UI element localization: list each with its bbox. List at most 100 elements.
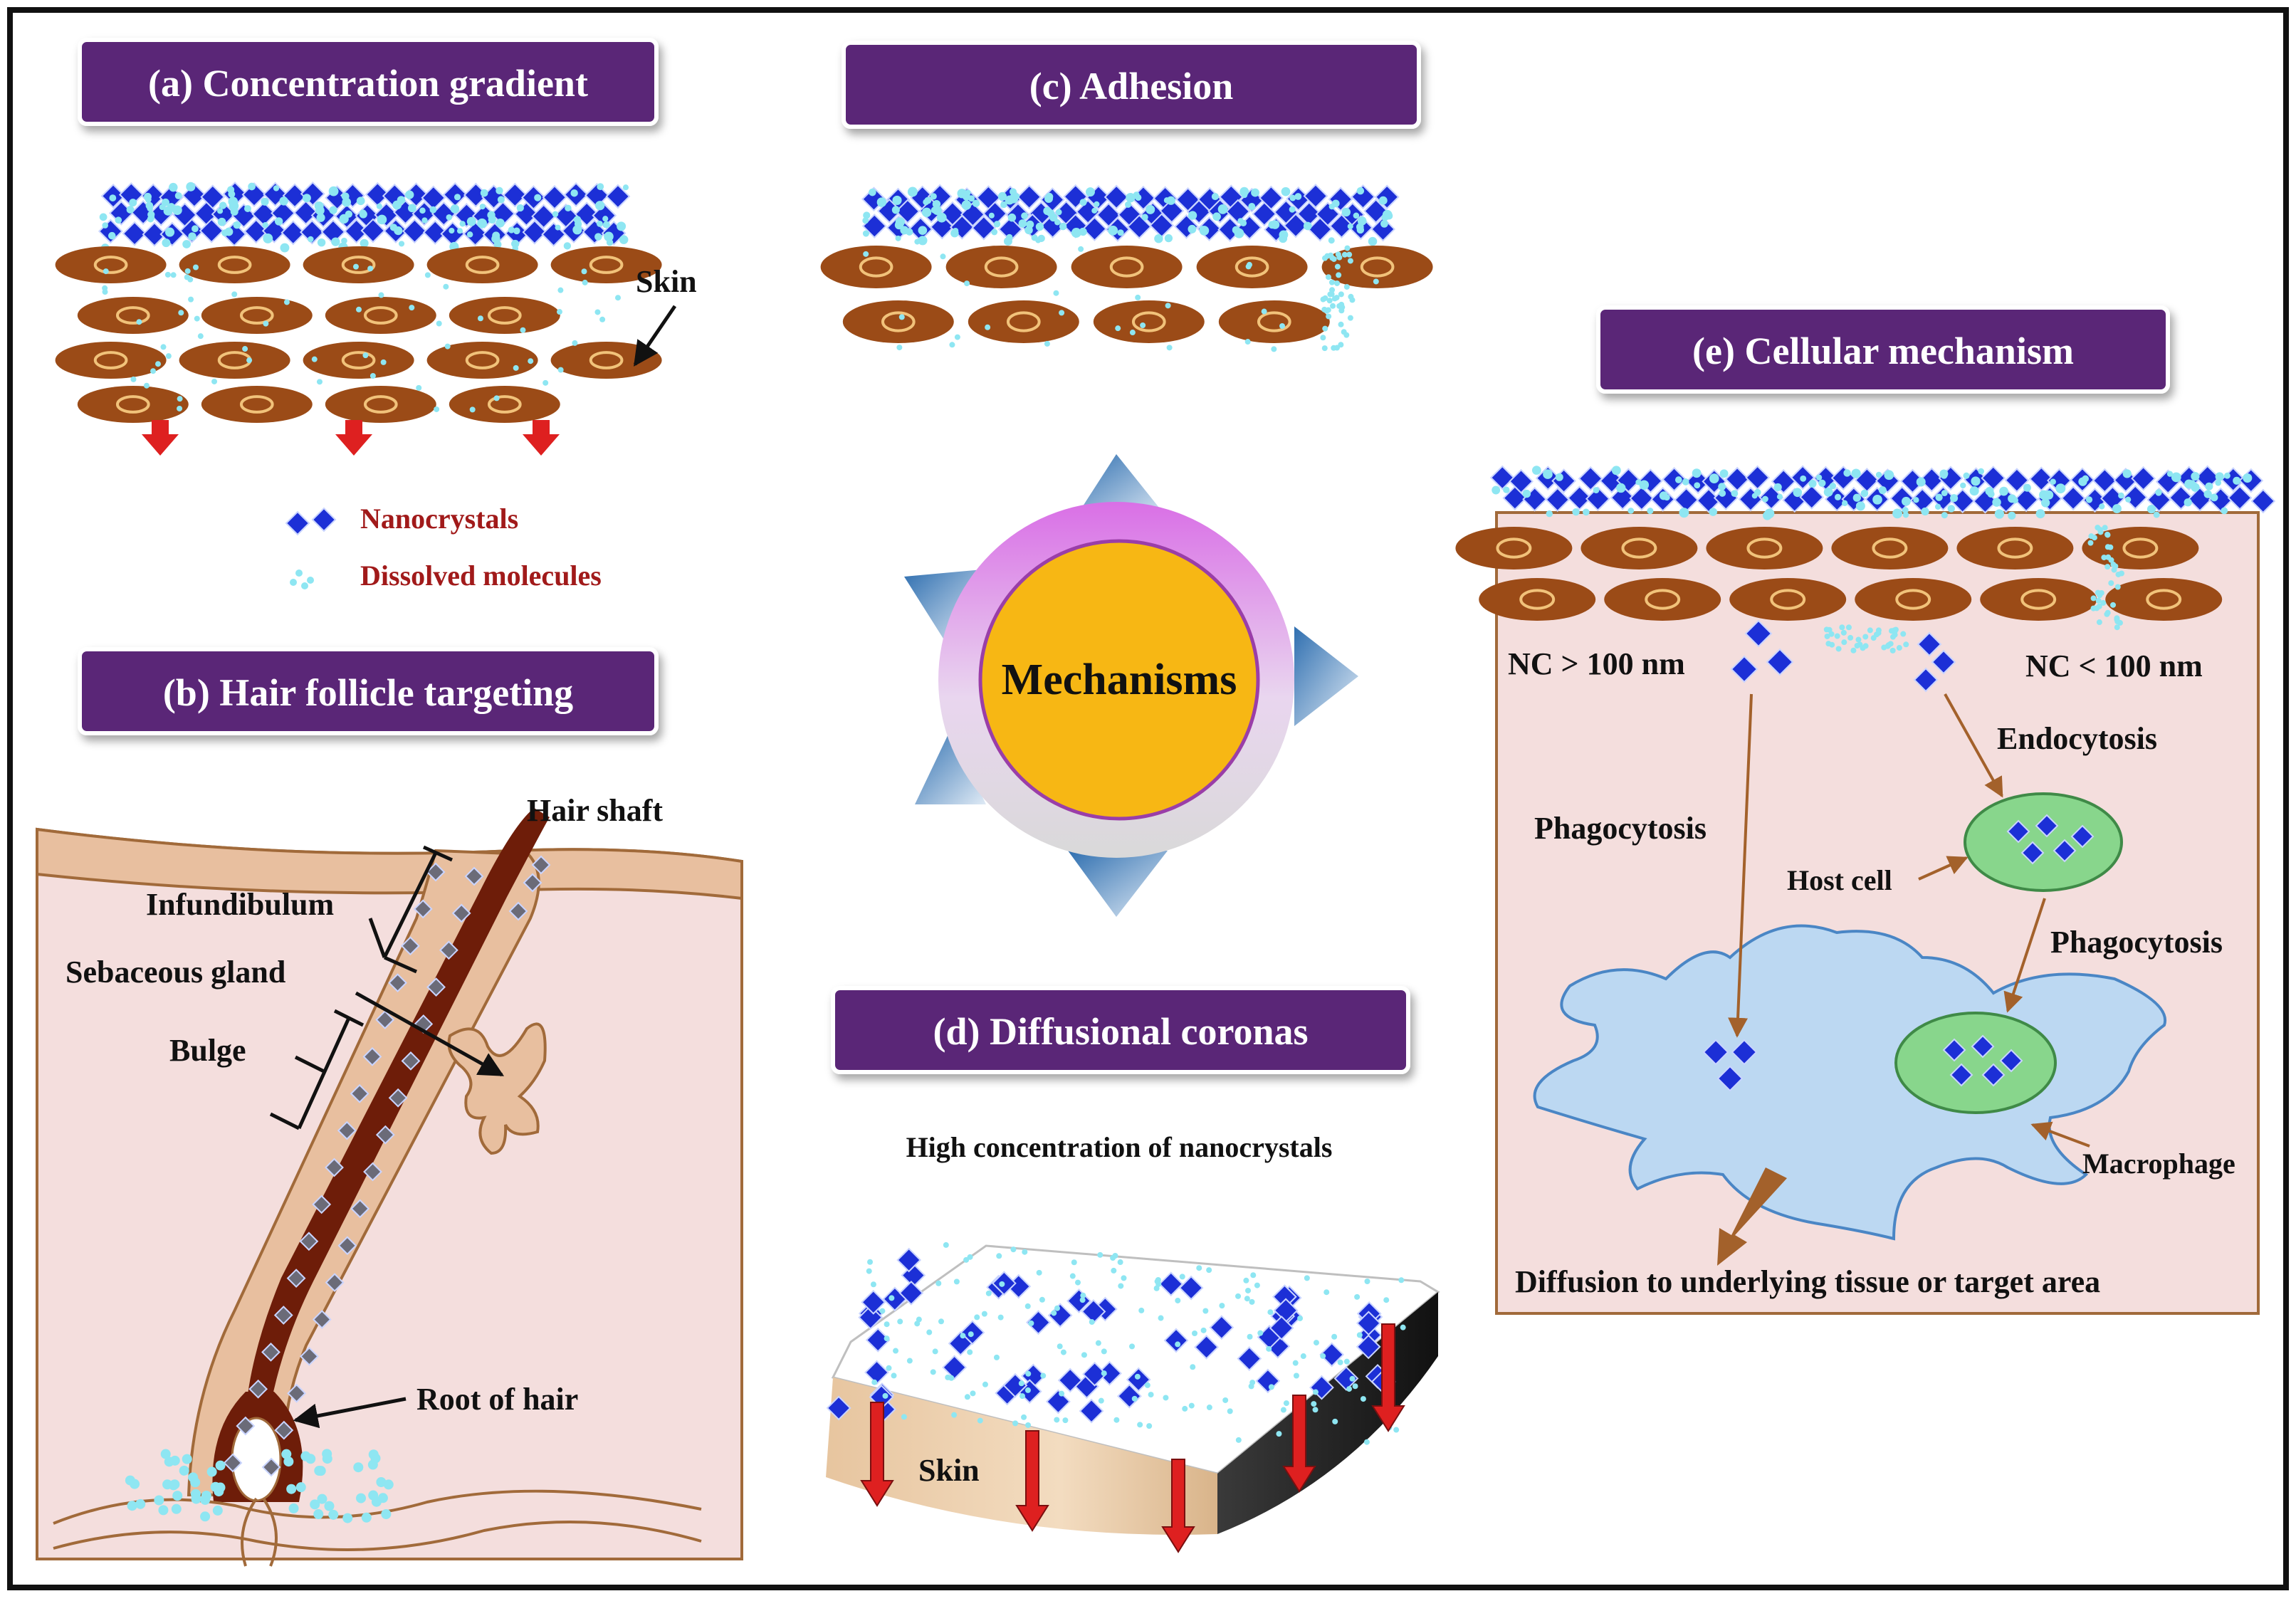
dissolved-molecule (1026, 220, 1034, 229)
dissolved-molecule (188, 296, 194, 303)
nanocrystal-icon (360, 218, 386, 243)
dissolved-molecule (1245, 263, 1252, 270)
dissolved-molecule (136, 319, 142, 325)
dissolved-molecule (1963, 472, 1970, 479)
dissolved-molecule (135, 1498, 146, 1509)
skin-cell (179, 246, 290, 283)
cell-nucleus (1645, 589, 1681, 610)
skin-cell (325, 297, 436, 334)
dissolved-molecule (1934, 503, 1941, 510)
dissolved-molecule (377, 214, 387, 225)
dissolved-molecule (231, 291, 238, 298)
dissolved-molecule (1112, 1253, 1118, 1259)
dissolved-molecule (1839, 624, 1845, 631)
cell-nucleus (1519, 589, 1556, 610)
follicle-crystal-icon (375, 1125, 395, 1145)
dissolved-molecule (954, 334, 960, 340)
label-sebaceous-gland: Sebaceous gland (65, 955, 285, 990)
dissolved-molecule (2104, 564, 2111, 570)
dissolved-molecule (147, 205, 153, 212)
dissolved-molecule (1313, 1340, 1319, 1346)
dissolved-molecule (1025, 1370, 1032, 1377)
follicle-crystal-icon (362, 1046, 382, 1066)
cell-nucleus (217, 256, 252, 274)
dissolved-molecule (1582, 508, 1590, 516)
dissolved-molecule (1140, 322, 1146, 328)
skin-cell (945, 246, 1057, 288)
cell-nucleus (465, 351, 500, 369)
dissolved-molecule (1828, 631, 1835, 637)
skin-cell (968, 300, 1079, 343)
dissolved-molecule (219, 201, 227, 209)
nanocrystal-icon (942, 1355, 968, 1380)
nanocrystal-icon (1269, 1316, 1294, 1340)
dissolved-molecule (488, 215, 496, 224)
bracket-bulge (269, 1009, 365, 1130)
panel-a: (a) Concentration gradient Skin Nanocrys… (55, 38, 697, 592)
nanocrystal-icon (2070, 824, 2095, 849)
dissolved-molecule (342, 197, 352, 207)
dissolved-molecule (165, 353, 172, 359)
dissolved-molecule (1248, 1383, 1254, 1390)
dissolved-molecule (896, 345, 903, 351)
bracket-infundibulum (368, 845, 454, 974)
dissolved-molecule (194, 315, 200, 322)
dissolved-molecule (1347, 223, 1353, 230)
dissolved-molecule (1035, 222, 1044, 231)
dissolved-molecule (126, 206, 135, 214)
label-hair-shaft: Hair shaft (527, 793, 663, 828)
nanocrystal-icon (142, 221, 167, 247)
dissolved-molecule (2114, 616, 2120, 623)
dissolved-molecule (497, 196, 505, 204)
follicle-crystal-icon (350, 1083, 369, 1103)
dissolved-molecule (328, 1509, 339, 1520)
dissolved-molecule (921, 207, 932, 218)
dissolved-molecule (599, 316, 606, 322)
nanocrystal-icon (1045, 1389, 1071, 1414)
dissolved-molecule (2112, 504, 2122, 514)
dissolved-molecule (376, 203, 382, 209)
dissolved-molecule (1166, 345, 1173, 351)
dissolved-molecule (528, 358, 534, 364)
dissolved-molecule (192, 225, 199, 233)
skin-cell (1956, 527, 2074, 569)
dissolved-molecule (1245, 1287, 1252, 1293)
follicle-crystal-icon (508, 901, 528, 921)
dissolved-molecule (1921, 507, 1929, 516)
dissolved-molecule (300, 1451, 311, 1461)
dissolved-molecule (274, 217, 283, 226)
dissolved-molecule (1829, 641, 1835, 648)
cell-nucleus (487, 395, 522, 414)
cell-nucleus (115, 395, 150, 414)
dissolved-molecule (1206, 1405, 1212, 1411)
nanocrystal-icon (422, 220, 448, 245)
dissolved-molecule (2114, 624, 2120, 631)
dissolved-molecule (1709, 473, 1719, 483)
follicle-crystal-icon (401, 1051, 421, 1071)
dissolved-molecule (898, 314, 905, 320)
dissolved-molecule (1121, 1275, 1127, 1281)
cell-nucleus (859, 256, 893, 278)
dissolved-molecule (2110, 602, 2117, 608)
nanocrystal-icon (971, 215, 997, 241)
dissolved-molecule (454, 194, 461, 201)
nanocrystal-icon (895, 199, 921, 224)
dissolved-molecule (1188, 211, 1197, 220)
dissolved-molecule (1845, 624, 1852, 631)
nanocrystal-icon (311, 507, 337, 532)
down-arrow-icon (1161, 1459, 1195, 1553)
nanocrystal-icon (1356, 1311, 1381, 1336)
dissolved-molecule (2008, 511, 2016, 520)
nanocrystal-icon (826, 1395, 851, 1421)
dissolved-molecule (888, 1295, 895, 1301)
dissolved-molecule (233, 221, 241, 229)
dissolved-molecule (179, 1465, 189, 1476)
dissolved-molecule (1101, 1370, 1107, 1377)
dissolved-molecule (891, 1372, 897, 1379)
dissolved-molecule (961, 200, 972, 210)
dissolved-molecule (1234, 227, 1241, 234)
dissolved-molecule (310, 1499, 320, 1510)
dissolved-molecule (1761, 495, 1768, 503)
dissolved-molecule (356, 1493, 367, 1503)
dissolved-molecule (496, 218, 505, 228)
